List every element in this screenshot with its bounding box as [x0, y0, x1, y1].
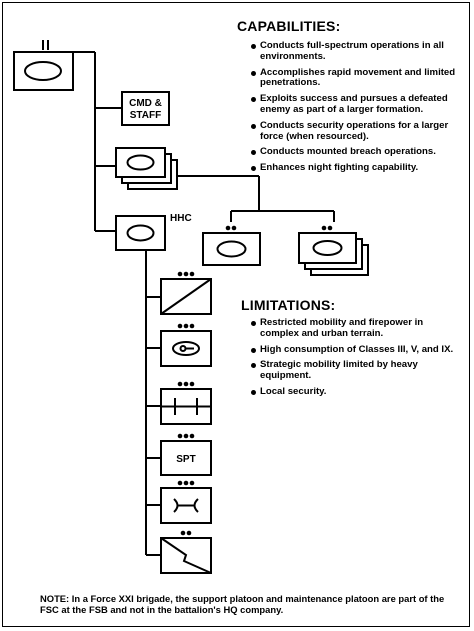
hhc-label: HHC: [170, 213, 192, 224]
connector-lines: [73, 51, 335, 556]
capabilities-list: Conducts full-spectrum operations in all…: [249, 40, 461, 179]
capability-item: Conducts full-spectrum operations in all…: [249, 40, 461, 63]
capability-item: Accomplishes rapid movement and limited …: [249, 67, 461, 90]
note-text: In a Force XXI brigade, the support plat…: [40, 593, 445, 615]
attached-unit-symbol: [202, 232, 261, 266]
medical-platoon-symbol: [160, 388, 212, 425]
capability-item: Exploits success and pursues a defeated …: [249, 93, 461, 116]
footnote: NOTE: In a Force XXI brigade, the suppor…: [40, 593, 464, 615]
note-label: NOTE:: [40, 593, 70, 604]
organization-chart: CMD & STAFF HHC SPT: [13, 40, 369, 574]
hhc-symbol: [115, 215, 166, 251]
maintenance-platoon-symbol: [160, 487, 212, 524]
limitation-item: High consumption of Classes III, V, and …: [249, 344, 461, 356]
signal-platoon-symbol: [160, 537, 212, 574]
limitation-item: Strategic mobility limited by heavy equi…: [249, 360, 461, 382]
support-label: SPT: [176, 454, 195, 465]
capability-item: Conducts mounted breach operations.: [249, 147, 461, 158]
limitations-heading: LIMITATIONS:: [241, 297, 336, 313]
scout-platoon-symbol: [160, 278, 212, 315]
limitation-item: Local security.: [249, 386, 461, 398]
figure-frame: [2, 2, 470, 627]
cmd-staff-label-line2: STAFF: [130, 110, 161, 121]
limitations-list: Restricted mobility and firepower in com…: [249, 317, 461, 403]
battalion-hq-symbol: [13, 40, 74, 91]
support-platoon-box: [160, 440, 212, 476]
cmd-staff-box: [121, 91, 170, 126]
attached-unit-stack-symbol: [298, 232, 369, 276]
echelon-dots: [177, 225, 333, 536]
mortar-platoon-symbol: [160, 330, 212, 367]
capabilities-heading: CAPABILITIES:: [237, 18, 341, 34]
capability-item: Conducts security operations for a large…: [249, 120, 461, 143]
cmd-staff-label-line1: CMD &: [129, 98, 162, 109]
company-stack-symbol: [115, 147, 178, 190]
limitation-item: Restricted mobility and firepower in com…: [249, 317, 461, 340]
capability-item: Enhances night fighting capability.: [249, 162, 461, 174]
